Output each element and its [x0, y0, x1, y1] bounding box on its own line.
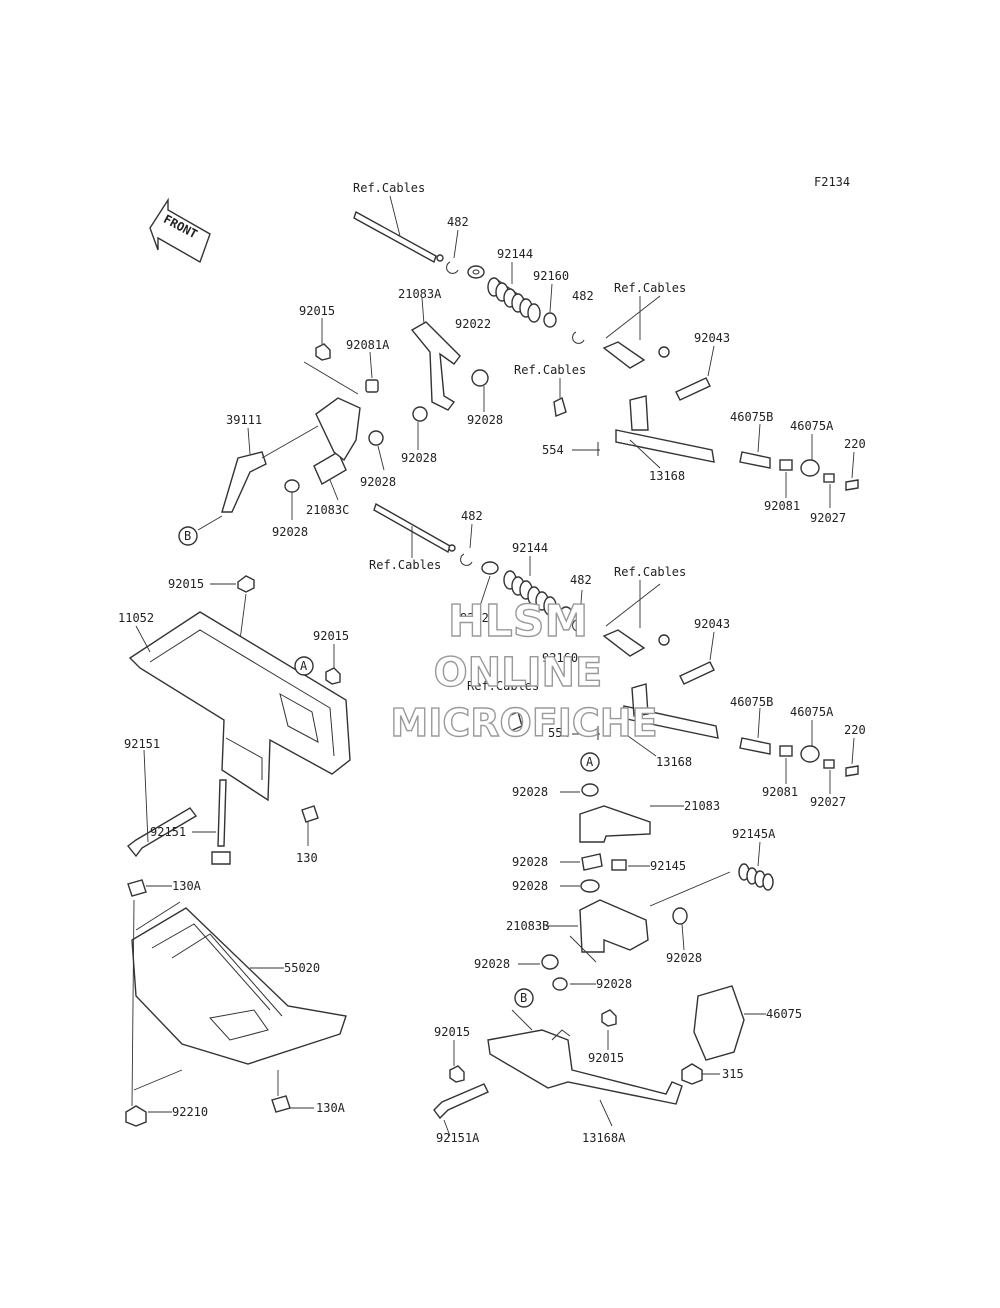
upper-assembly [221, 195, 859, 520]
label-92027: 92027 [810, 511, 846, 525]
label-92028: 92028 [666, 951, 702, 965]
label-13168a: 13168A [582, 1131, 626, 1145]
callout-b: B [520, 991, 527, 1005]
label-21083: 21083 [684, 799, 720, 813]
label-ref-cables: Ref.Cables [614, 281, 686, 295]
label-92043: 92043 [694, 617, 730, 631]
label-130a: 130A [172, 879, 202, 893]
skid-plate [125, 879, 347, 1127]
label-92028: 92028 [401, 451, 437, 465]
figure-code: F2134 [814, 175, 850, 189]
label-92028: 92028 [360, 475, 396, 489]
label-554: 554 [548, 726, 570, 740]
label-92145a: 92145A [732, 827, 776, 841]
label-21083b: 21083B [506, 919, 549, 933]
label-ref-cables: Ref.Cables [514, 363, 586, 377]
label-92151a: 92151A [436, 1131, 480, 1145]
label-ref-cables: Ref.Cables [353, 181, 425, 195]
callout-a: A [586, 755, 594, 769]
watermark-line2: ONLINE [434, 650, 603, 696]
label-220: 220 [844, 437, 866, 451]
label-92028: 92028 [512, 879, 548, 893]
label-13168: 13168 [656, 755, 692, 769]
label-92145: 92145 [650, 859, 686, 873]
label-92028: 92028 [474, 957, 510, 971]
label-92015: 92015 [299, 304, 335, 318]
label-554: 554 [542, 443, 564, 457]
label-92081a: 92081A [346, 338, 390, 352]
label-92028: 92028 [512, 855, 548, 869]
label-92027: 92027 [810, 795, 846, 809]
label-92028: 92028 [467, 413, 503, 427]
label-13168: 13168 [649, 469, 685, 483]
label-92028: 92028 [272, 525, 308, 539]
label-11052: 11052 [118, 611, 154, 625]
watermark-line3: MICROFICHE [390, 701, 657, 745]
label-92028: 92028 [596, 977, 632, 991]
label-46075a: 46075A [790, 705, 834, 719]
label-92144: 92144 [497, 247, 533, 261]
label-39111: 39111 [226, 413, 262, 427]
label-92210: 92210 [172, 1105, 208, 1119]
part-labels: Ref.Cables 482 92144 92160 92022 482 Ref… [118, 181, 866, 1145]
label-21083a: 21083A [398, 287, 442, 301]
label-92160: 92160 [533, 269, 569, 283]
label-46075a: 46075A [790, 419, 834, 433]
label-ref-cables: Ref.Cables [369, 558, 441, 572]
label-46075: 46075 [766, 1007, 802, 1021]
callout-a: A [300, 659, 308, 673]
label-92022: 92022 [460, 611, 496, 625]
label-92151: 92151 [124, 737, 160, 751]
label-46075b: 46075B [730, 410, 773, 424]
left-frame-assembly [127, 515, 351, 865]
callout-b: B [184, 529, 191, 543]
label-92151: 92151 [150, 825, 186, 839]
label-482: 482 [572, 289, 594, 303]
label-46075b: 46075B [730, 695, 773, 709]
label-92015: 92015 [168, 577, 204, 591]
label-130a: 130A [316, 1101, 346, 1115]
label-92028: 92028 [512, 785, 548, 799]
lower-cable-assembly [373, 502, 859, 794]
label-482: 482 [447, 215, 469, 229]
label-130: 130 [296, 851, 318, 865]
label-92144: 92144 [512, 541, 548, 555]
label-482: 482 [570, 573, 592, 587]
label-482: 482 [461, 509, 483, 523]
label-92015: 92015 [313, 629, 349, 643]
label-ref-cables: Ref.Cables [467, 679, 539, 693]
label-220: 220 [844, 723, 866, 737]
label-21083c: 21083C [306, 503, 349, 517]
lower-pedal-assembly [433, 752, 774, 1137]
label-92022: 92022 [455, 317, 491, 331]
watermark-line1: HLSM [448, 596, 588, 647]
label-92081: 92081 [764, 499, 800, 513]
label-55020: 55020 [284, 961, 320, 975]
watermark: HLSM ONLINE MICROFICHE [390, 595, 659, 745]
label-92015: 92015 [434, 1025, 470, 1039]
label-ref-cables: Ref.Cables [614, 565, 686, 579]
label-92015: 92015 [588, 1051, 624, 1065]
label-92160: 92160 [542, 651, 578, 665]
label-92081: 92081 [762, 785, 798, 799]
label-315: 315 [722, 1067, 744, 1081]
front-arrow-icon: FRONT [149, 197, 211, 264]
label-92043: 92043 [694, 331, 730, 345]
